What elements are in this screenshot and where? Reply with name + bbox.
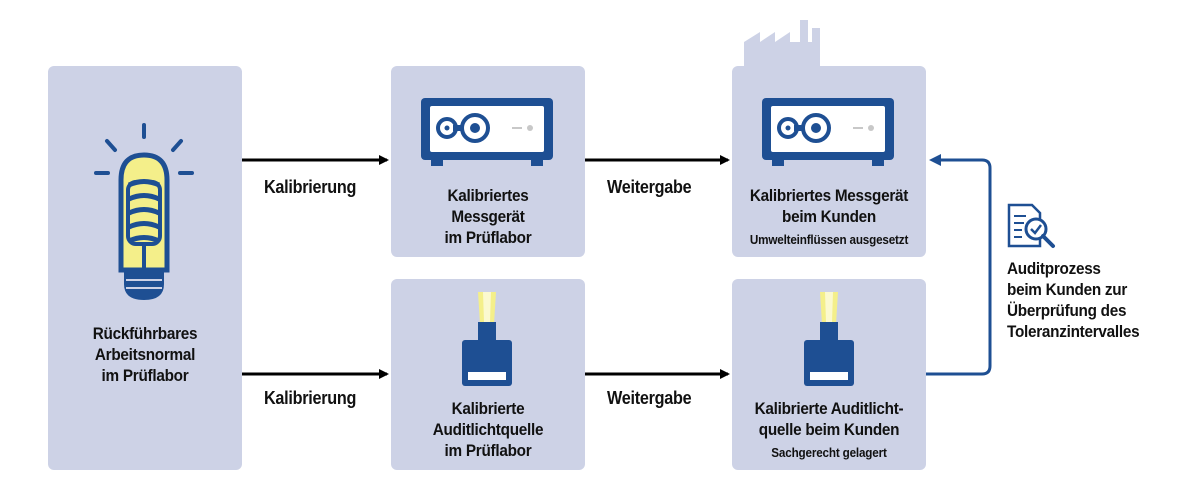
audit-line2: beim Kunden zur (1007, 280, 1128, 299)
edge-label-handover-bottom: Weitergabe (607, 388, 692, 408)
audit-line3: Überprüfung des (1007, 301, 1127, 320)
edge-label-handover-top: Weitergabe (607, 177, 692, 197)
audit-light-icon (804, 292, 854, 386)
node-meter-lab-box (391, 66, 585, 257)
edge-label-calibration-top: Kalibrierung (264, 177, 357, 197)
arrow-audit-feedback (926, 154, 992, 376)
node-meter-lab-label: Kalibriertes Messgerät im Prüflabor (401, 185, 576, 248)
node-light-lab-line3: im Prüflabor (444, 441, 532, 460)
node-standard-line3: im Prüflabor (101, 366, 189, 385)
node-meter-lab-line3: im Prüflabor (444, 228, 532, 247)
node-light-lab-label: Kalibrierte Auditlichtquelle im Prüflabo… (401, 398, 576, 461)
node-meter-lab-line1: Kalibriertes (447, 186, 529, 205)
node-standard-line1: Rückführbares (92, 324, 198, 343)
node-light-customer-label: Kalibrierte Auditlicht- quelle beim Kund… (733, 398, 926, 463)
node-light-customer-line2: quelle beim Kunden (758, 420, 900, 439)
audit-line1: Auditprozess (1007, 259, 1101, 278)
audit-document-icon (1007, 203, 1055, 248)
node-light-lab-line2: Auditlichtquelle (432, 420, 544, 439)
factory-icon (744, 20, 820, 66)
node-light-customer-note: Sachgerecht gelagert (771, 445, 887, 460)
measuring-device-icon (421, 98, 553, 166)
node-light-customer-line1: Kalibrierte Auditlicht- (754, 399, 904, 418)
measuring-device-icon (762, 98, 894, 166)
audit-line4: Toleranzintervalles (1007, 322, 1140, 341)
node-meter-customer-line1: Kalibriertes Messgerät (749, 186, 909, 205)
audit-process-label: Auditprozess beim Kunden zur Überprüfung… (1007, 258, 1169, 342)
lightbulb-icon (94, 123, 194, 300)
node-meter-customer-note: Umwelteinflüssen ausgesetzt (749, 232, 909, 247)
node-meter-customer-label: Kalibriertes Messgerät beim Kunden Umwel… (733, 185, 926, 250)
node-meter-lab-line2: Messgerät (451, 207, 525, 226)
edge-label-calibration-bottom: Kalibrierung (264, 388, 357, 408)
node-light-lab-line1: Kalibrierte (451, 399, 525, 418)
node-standard-label: Rückführbares Arbeitsnormal im Prüflabor (58, 323, 233, 386)
audit-light-icon (462, 292, 512, 386)
node-meter-customer-box (732, 66, 926, 257)
node-standard-line2: Arbeitsnormal (94, 345, 196, 364)
node-meter-customer-line2: beim Kunden (782, 207, 876, 226)
